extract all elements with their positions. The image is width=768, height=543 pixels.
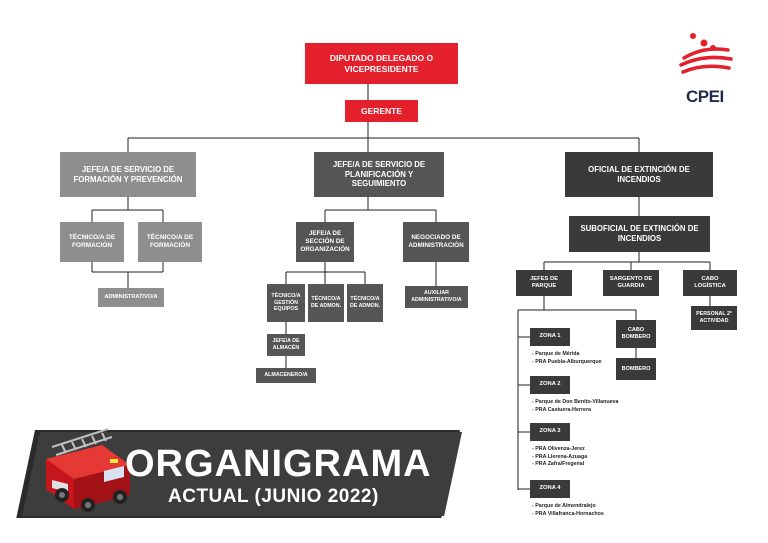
zona-3-notes: - PRA Olivenza-Jerez - PRA Llerena-Azuag… (532, 446, 587, 469)
jefe-almacen-box: JEFE/A DE ALMACÉN (267, 334, 305, 356)
cpei-logo: CPEI (676, 28, 736, 108)
sargento-box: SARGENTO DE GUARDIA (603, 270, 659, 296)
negociado-label: NEGOCIADO DE ADMINISTRACIÓN (408, 234, 464, 249)
gerente-box: GERENTE (345, 100, 418, 122)
tecnico-formacion-box-2: TÉCNICO/A DE FORMACIÓN (138, 222, 202, 262)
zona-1-notes: - Parque de Mérida - PRA Puebla-Alburque… (532, 351, 602, 366)
zona-2-note: - Parque de Don Benito-Villanueva (532, 399, 619, 405)
zona-1-note: - PRA Puebla-Alburquerque (532, 358, 602, 365)
jefe-seccion-label: JEFE/A DE SECCIÓN DE ORGANIZACIÓN (300, 230, 350, 253)
personal-label: PERSONAL 2ª ACTIVIDAD (696, 311, 732, 324)
tecnico-admon-box-2: TÉCNICO/A DE ADMON. (347, 284, 383, 322)
cabo-bombero-box: CABO BOMBERO (616, 320, 656, 348)
jefe-planificacion-label: JEFE/A DE SERVICIO DE PLANIFICACIÓN Y SE… (332, 159, 426, 189)
oficial-label: OFICIAL DE EXTINCIÓN DE INCENDIOS (588, 164, 690, 184)
zona-1-label: ZONA 1 (539, 333, 561, 340)
tecnico-formacion-label-1: TÉCNICO/A DE FORMACIÓN (68, 233, 116, 249)
zona-3-box: ZONA 3 (530, 423, 570, 441)
zona-3-note: - PRA Zafra/Fregenal (532, 461, 585, 468)
bombero-label: BOMBERO (621, 365, 651, 372)
auxiliar-label: AUXILIAR ADMINISTRATIVO/A (411, 290, 462, 303)
sargento-label: SARGENTO DE GUARDIA (609, 275, 653, 289)
diputado-delegado-box: DIPUTADO DELEGADO O VICEPRESIDENTE (305, 43, 458, 84)
jefe-planificacion-box: JEFE/A DE SERVICIO DE PLANIFICACIÓN Y SE… (314, 152, 444, 197)
tecnico-admon-label-2: TÉCNICO/A DE ADMON. (349, 296, 381, 309)
oficial-box: OFICIAL DE EXTINCIÓN DE INCENDIOS (565, 152, 713, 197)
zona-2-notes: - Parque de Don Benito-Villanueva - PRA … (532, 399, 618, 414)
zona-1-box: ZONA 1 (530, 328, 570, 346)
cabo-logistica-label: CABO LOGÍSTICA (694, 275, 726, 289)
zona-4-note: - PRA Villafranca-Hornachos (532, 510, 604, 517)
cabo-logistica-box: CABO LOGÍSTICA (683, 270, 737, 296)
cpei-logo-mark-icon (679, 33, 733, 74)
zona-2-box: ZONA 2 (530, 376, 570, 394)
banner-subtitle: ACTUAL (JUNIO 2022) (168, 486, 379, 507)
jefes-parque-label: JEFES DE PARQUE (529, 275, 559, 289)
gerente-label: GERENTE (360, 105, 403, 116)
administrativo-label: ADMINISTRATIVO/A (104, 294, 158, 300)
administrativo-box: ADMINISTRATIVO/A (98, 288, 164, 307)
tecnico-formacion-label-2: TÉCNICO/A DE FORMACIÓN (146, 233, 194, 249)
banner-title: ORGANIGRAMA (125, 443, 432, 485)
suboficial-label: SUBOFICIAL DE EXTINCIÓN DE INCENDIOS (580, 224, 699, 243)
tecnico-admon-label-1: TÉCNICO/A DE ADMON. (310, 296, 342, 309)
logo-text: CPEI (686, 87, 724, 106)
zona-4-note: - Parque de Almendralejo (532, 503, 596, 509)
cabo-bombero-label: CABO BOMBERO (621, 327, 651, 340)
tecnico-formacion-box-1: TÉCNICO/A DE FORMACIÓN (60, 222, 124, 262)
tecnico-gestion-label: TÉCNICO/A GESTIÓN EQUIPOS (271, 293, 301, 313)
zona-4-label: ZONA 4 (539, 485, 561, 492)
tecnico-admon-box-1: TÉCNICO/A DE ADMON. (308, 284, 344, 322)
zona-2-note: - PRA Castuera-Herrera (532, 406, 591, 413)
bombero-box: BOMBERO (616, 358, 656, 380)
zona-1-note: - Parque de Mérida (532, 351, 580, 357)
zona-3-note: - PRA Olivenza-Jerez (532, 446, 585, 452)
jefe-formacion-label: JEFE/A DE SERVICIO DE FORMACIÓN Y PREVEN… (73, 164, 183, 184)
fire-truck-icon (46, 428, 130, 512)
suboficial-box: SUBOFICIAL DE EXTINCIÓN DE INCENDIOS (569, 216, 710, 252)
jefe-almacen-label: JEFE/A DE ALMACÉN (272, 338, 300, 351)
auxiliar-box: AUXILIAR ADMINISTRATIVO/A (405, 286, 468, 308)
zona-4-box: ZONA 4 (530, 480, 570, 498)
zona-2-label: ZONA 2 (539, 381, 561, 388)
almacenero-label: ALMACENERO/A (264, 372, 308, 379)
jefes-parque-box: JEFES DE PARQUE (516, 270, 572, 296)
jefe-seccion-box: JEFE/A DE SECCIÓN DE ORGANIZACIÓN (296, 222, 354, 262)
diputado-delegado-label: DIPUTADO DELEGADO O VICEPRESIDENTE (329, 52, 434, 74)
personal-box: PERSONAL 2ª ACTIVIDAD (691, 306, 737, 330)
almacenero-box: ALMACENERO/A (256, 368, 316, 383)
zona-4-notes: - Parque de Almendralejo - PRA Villafran… (532, 503, 604, 518)
jefe-formacion-box: JEFE/A DE SERVICIO DE FORMACIÓN Y PREVEN… (60, 152, 196, 197)
tecnico-gestion-box: TÉCNICO/A GESTIÓN EQUIPOS (267, 284, 305, 322)
zona-3-note: - PRA Llerena-Azuaga (532, 453, 588, 460)
zona-3-label: ZONA 3 (539, 428, 561, 435)
negociado-box: NEGOCIADO DE ADMINISTRACIÓN (403, 222, 469, 262)
